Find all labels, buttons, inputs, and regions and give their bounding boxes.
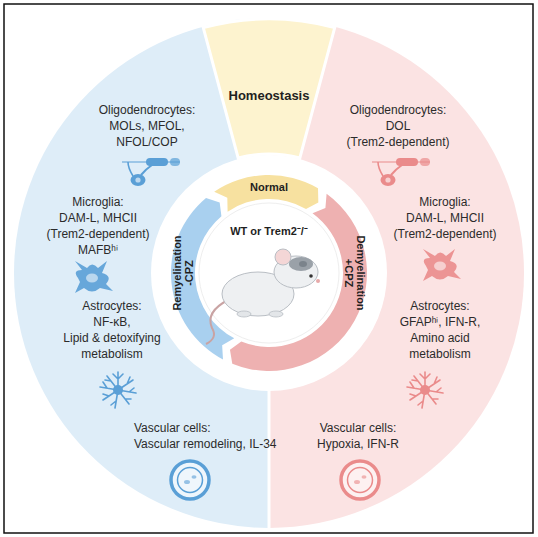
cell-type-heading: Astrocytes: (410, 298, 469, 314)
marker-list: GFAPʰⁱ, IFN-R, (400, 314, 481, 330)
homeostasis-wedge: Homeostasis (201, 17, 337, 161)
marker-list: (Trem2-dependent) (347, 134, 450, 150)
center-circle: WT or Trem2⁻/⁻ (197, 201, 341, 345)
oligodendrocyte-icon (122, 158, 180, 186)
marker-list: Vascular remodeling, IL-34 (134, 436, 277, 452)
vessel-icon (341, 461, 379, 499)
rotated-label: Remyelination-CPZ (171, 235, 195, 310)
marker-list: NF-κB, (93, 314, 130, 330)
marker-list: Lipid & detoxifying metabolism (53, 330, 171, 362)
marker-list: MAFBʰⁱ (78, 242, 118, 258)
vessel-icon (171, 461, 209, 499)
node-text: Normal (250, 180, 288, 194)
rotated-label: Demyelination+CPZ (343, 235, 367, 310)
marker-list: (Trem2-dependent) (394, 226, 497, 242)
cell-type-heading: Oligodendrocytes: (350, 102, 447, 118)
cell-type-heading: Astrocytes: (82, 298, 141, 314)
microglia-icon (75, 261, 113, 293)
cell-type-heading: Vascular cells: (320, 420, 396, 436)
cycle-segment: Demyelination+CPZ (222, 191, 369, 373)
cell-type-heading: Oligodendrocytes: (99, 102, 196, 118)
marker-list: DOL (386, 118, 411, 134)
microglia-icon (423, 249, 461, 281)
node-text: Remyelination (171, 235, 183, 310)
astrocyte-icon (100, 372, 136, 408)
marker-list: Amino acid metabolism (399, 330, 481, 362)
astrocyte-icon (407, 372, 443, 408)
node-shape (197, 201, 341, 345)
frame (4, 4, 533, 533)
cell-type-heading: Vascular cells: (134, 420, 210, 436)
mouse-illustration (206, 249, 320, 344)
node-outline (230, 194, 367, 371)
node-text: +CPZ (343, 235, 355, 310)
node-outline (203, 19, 334, 158)
node-outline (199, 203, 339, 343)
marker-list: DAM-L, MHCII (59, 210, 137, 226)
node-text: Homeostasis (229, 88, 310, 104)
node-text: -CPZ (183, 235, 195, 310)
marker-list: MOLs, MFOL, NFOL/COP (99, 118, 195, 150)
oligodendrocyte-icon (372, 158, 430, 186)
inner-disk (151, 155, 387, 391)
cell-type-heading: Microglia: (419, 194, 470, 210)
marker-list: Hypoxia, IFN-R (317, 436, 399, 452)
marker-list: (Trem2-dependent) (47, 226, 150, 242)
marker-list: DAM-L, MHCII (406, 210, 484, 226)
cell-type-heading: Microglia: (72, 194, 123, 210)
node-text: WT or Trem2⁻/⁻ (230, 224, 308, 238)
divider (268, 390, 271, 530)
node-text: Demyelination (355, 235, 367, 310)
